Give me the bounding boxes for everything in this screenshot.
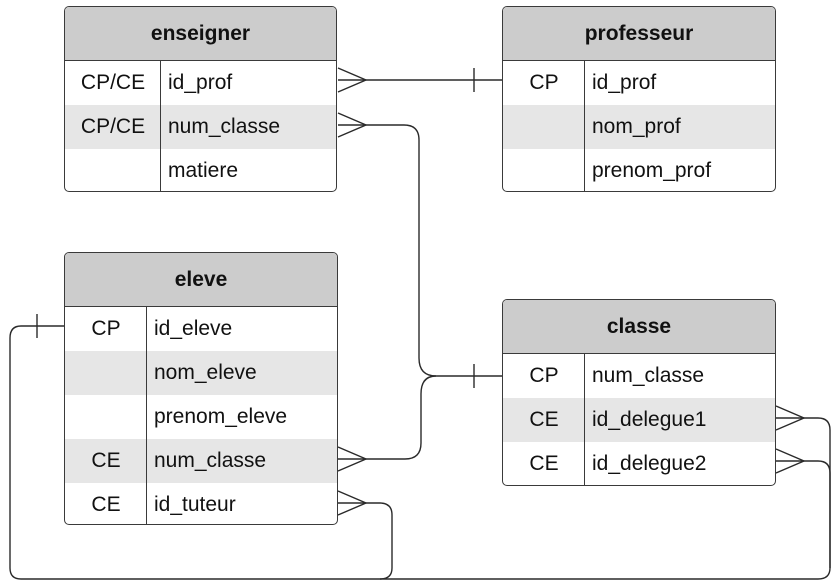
attribute-row[interactable]: prenom_eleve [65, 395, 337, 439]
key-label: CP [529, 71, 559, 94]
rel-eleve-classe [338, 375, 437, 460]
attribute-row[interactable]: CP num_classe [503, 354, 775, 398]
key-label [65, 149, 161, 191]
key-label: CP/CE [80, 71, 146, 94]
attribute-row[interactable]: CE num_classe [65, 439, 337, 483]
attribute-name: num_classe [168, 115, 281, 138]
attribute-name: prenom_eleve [154, 405, 288, 428]
attribute-name: nom_prof [592, 115, 681, 138]
attribute-row[interactable]: CE id_delegue2 [503, 442, 775, 485]
attribute-name: matiere [168, 159, 239, 182]
entity-title: enseigner [65, 7, 336, 61]
entity-professeur[interactable]: professeur CP id_prof nom_prof prenom_pr… [502, 6, 776, 192]
attribute-name: id_delegue2 [592, 452, 707, 475]
key-label: CP/CE [80, 115, 146, 138]
attribute-row[interactable]: CP/CE id_prof [65, 61, 336, 105]
attribute-row[interactable]: nom_eleve [65, 351, 337, 395]
key-label [65, 351, 147, 395]
attribute-row[interactable]: CE id_tuteur [65, 483, 337, 524]
rel-classe-delegue2 [776, 460, 831, 568]
crowfoot-many-icon [775, 448, 806, 474]
column-divider [146, 307, 147, 524]
entity-title: eleve [65, 253, 337, 307]
crowfoot-many-icon [337, 446, 368, 472]
key-label: CP [529, 364, 559, 387]
key-label [65, 395, 147, 439]
entity-eleve[interactable]: eleve CP id_eleve nom_eleve prenom_eleve… [64, 252, 338, 525]
attribute-row[interactable]: CE id_delegue1 [503, 398, 775, 442]
attribute-row[interactable]: CP id_eleve [65, 307, 337, 351]
crowfoot-many-icon [775, 405, 806, 431]
crowfoot-many-icon [337, 490, 368, 516]
key-label: CE [529, 408, 559, 431]
attribute-row[interactable]: prenom_prof [503, 149, 775, 191]
key-label [503, 149, 585, 191]
entity-enseigner[interactable]: enseigner CP/CE id_prof CP/CE num_classe… [64, 6, 337, 192]
key-label: CE [529, 452, 559, 475]
attribute-name: id_eleve [154, 317, 233, 340]
attribute-name: prenom_prof [592, 159, 712, 182]
entity-classe[interactable]: classe CP num_classe CE id_delegue1 CE i… [502, 299, 776, 486]
attribute-name: id_prof [168, 71, 233, 94]
attribute-name: id_prof [592, 71, 657, 94]
key-label [503, 105, 585, 149]
crowfoot-many-icon [337, 67, 368, 93]
attribute-name: nom_eleve [154, 361, 257, 384]
key-label: CP [91, 317, 121, 340]
key-label: CE [91, 449, 121, 472]
attribute-name: num_classe [592, 364, 705, 387]
attribute-row[interactable]: CP/CE num_classe [65, 105, 336, 149]
key-label: CE [91, 493, 121, 516]
crowfoot-many-icon [337, 112, 368, 138]
attribute-name: id_delegue1 [592, 408, 707, 431]
rel-eleve-tuteur [9, 325, 393, 580]
attribute-row[interactable]: nom_prof [503, 105, 775, 149]
rel-enseigner-classe [338, 124, 502, 377]
attribute-name: num_classe [154, 449, 267, 472]
entity-title: professeur [503, 7, 775, 61]
attribute-name: id_tuteur [154, 493, 236, 516]
column-divider [584, 354, 585, 485]
attribute-row[interactable]: matiere [65, 149, 336, 191]
column-divider [584, 61, 585, 191]
entity-title: classe [503, 300, 775, 354]
attribute-row[interactable]: CP id_prof [503, 61, 775, 105]
column-divider [160, 61, 161, 191]
